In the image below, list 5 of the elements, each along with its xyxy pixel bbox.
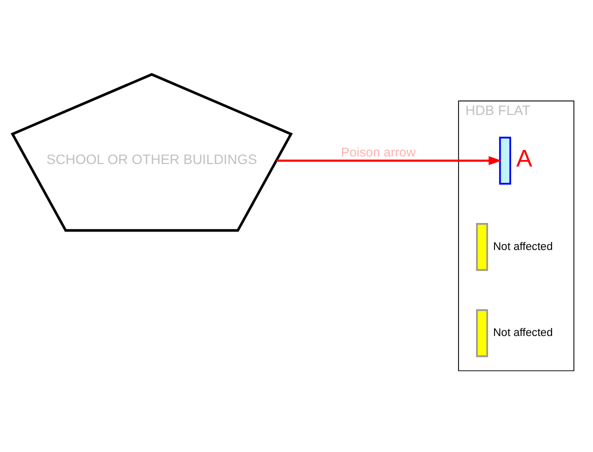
node-label: Not affected [493, 327, 553, 340]
arrow [276, 156, 502, 166]
node-label: A [516, 146, 532, 173]
edge-label: Poison arrow [340, 144, 416, 160]
node-label: Not affected [493, 240, 553, 253]
